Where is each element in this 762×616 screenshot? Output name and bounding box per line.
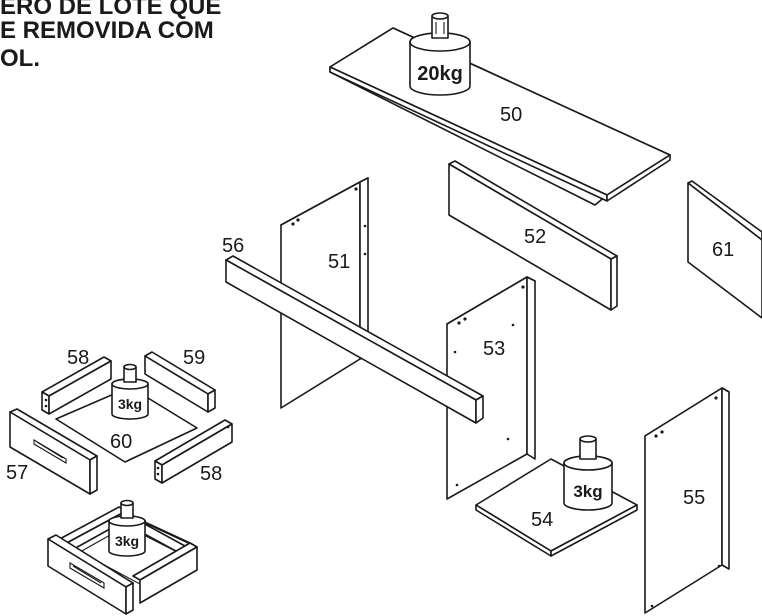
weight-label-3kg-drawer: 3kg [115, 533, 139, 549]
part-label-54: 54 [531, 509, 553, 531]
panel-58-lower [154, 419, 233, 484]
weight-20kg: 20kg [409, 12, 471, 96]
panel-55 [644, 387, 730, 614]
part-label-60: 60 [110, 431, 132, 453]
part-label-52: 52 [524, 226, 546, 248]
panel-54 [475, 458, 638, 557]
weight-3kg-drawer: 3kg [108, 499, 146, 557]
part-label-55: 55 [683, 487, 705, 509]
weight-3kg-base: 3kg [111, 363, 149, 420]
weight-3kg-shelf: 3kg [563, 435, 613, 511]
weight-label-20kg: 20kg [417, 63, 463, 85]
panel-52 [448, 160, 618, 311]
rail-56 [225, 255, 484, 424]
part-label-51: 51 [328, 251, 350, 273]
panel-60 [55, 386, 198, 463]
header-line-2: E REMOVIDA COM [0, 17, 214, 44]
weight-label-3kg-base: 3kg [118, 396, 142, 412]
part-label-59: 59 [183, 347, 205, 369]
weight-label-3kg-shelf: 3kg [573, 482, 602, 501]
part-label-58-upper: 58 [67, 347, 89, 369]
panel-58-upper [41, 356, 112, 415]
part-label-50: 50 [500, 104, 522, 126]
panel-61 [687, 180, 762, 319]
header-line-3: OL. [0, 45, 40, 72]
panel-59 [144, 351, 216, 413]
part-label-61: 61 [712, 239, 734, 261]
part-label-53: 53 [483, 338, 505, 360]
header-line-1: ERO DE LOTE QUE [0, 0, 222, 20]
part-label-56: 56 [222, 235, 244, 257]
panel-57 [9, 408, 98, 495]
panel-53 [446, 276, 536, 500]
part-label-58-lower: 58 [200, 463, 222, 485]
part-label-57: 57 [6, 462, 28, 484]
panel-51 [280, 177, 369, 409]
